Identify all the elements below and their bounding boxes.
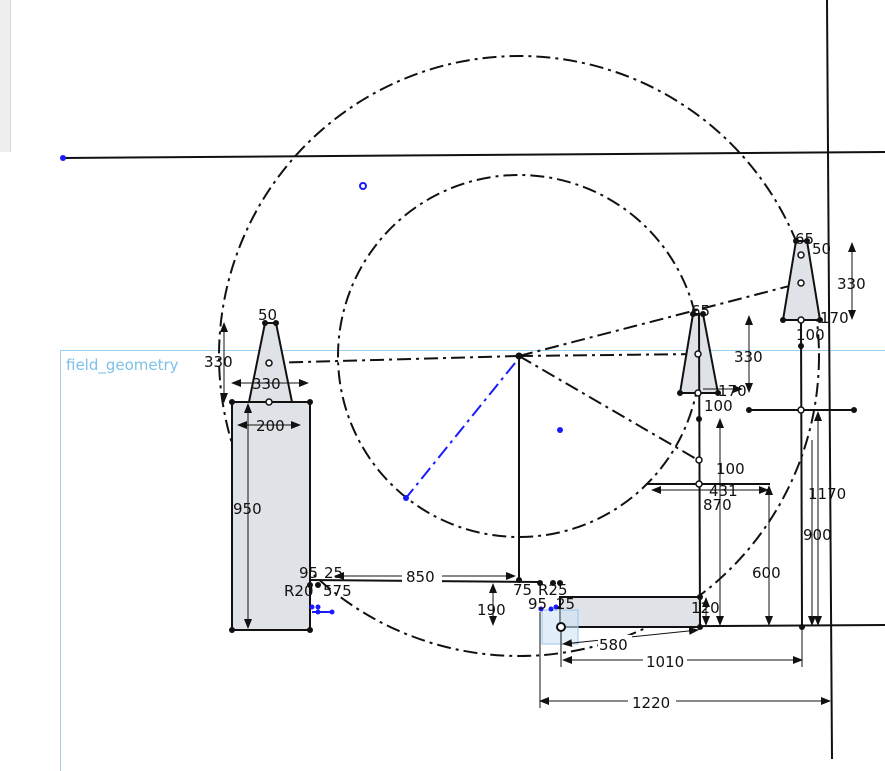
outer-construction-circle[interactable] — [218, 55, 820, 657]
field-geometry-label[interactable]: field_geometry — [66, 356, 179, 374]
dim-right-height[interactable]: 330 — [837, 275, 866, 293]
right-sketch-points[interactable] — [746, 238, 857, 630]
mid-sketch-points[interactable] — [677, 311, 721, 488]
dim-mid-870[interactable]: 870 — [703, 496, 732, 514]
dim-mid-radius[interactable]: R25 — [538, 581, 568, 599]
vertical-reference-line[interactable] — [826, 0, 833, 759]
dim-len-1220[interactable]: 1220 — [632, 694, 670, 712]
left-sketch-points[interactable] — [229, 320, 335, 633]
dim-radius-left[interactable]: R20 — [284, 582, 314, 600]
dim-left-base-width[interactable]: 200 — [256, 417, 285, 435]
selected-construction-ray[interactable] — [405, 362, 516, 499]
dim-850-bg — [402, 566, 442, 584]
dim-mid-b[interactable]: 95 — [528, 595, 547, 613]
dim-mid-dist-100[interactable]: 100 — [716, 460, 745, 478]
dim-len-580[interactable]: 580 — [599, 636, 628, 654]
free-point-blue[interactable] — [557, 427, 563, 433]
open-point-blue[interactable] — [359, 182, 367, 190]
dim-mid-600[interactable]: 600 — [752, 564, 781, 582]
dim-580-bg — [598, 635, 632, 651]
dim-mid-top[interactable]: 65 — [691, 302, 710, 320]
dim-right-1170[interactable]: 1170 — [808, 485, 846, 503]
construction-ray-right[interactable] — [518, 353, 699, 357]
left-panel — [0, 0, 11, 152]
reference-point[interactable] — [60, 155, 66, 161]
dim-mid-a[interactable]: 75 — [513, 581, 532, 599]
construction-ray-upper-right[interactable] — [518, 282, 802, 357]
dim-mid-width-170[interactable]: 170 — [718, 382, 747, 400]
dim-left-height[interactable]: 330 — [204, 353, 233, 371]
dim-span-850[interactable]: 850 — [406, 568, 435, 586]
horizontal-reference-line[interactable] — [62, 151, 885, 159]
mid-vertical-line[interactable] — [698, 313, 701, 628]
dim-right-900[interactable]: 900 — [803, 526, 832, 544]
field-geometry-frame[interactable] — [60, 350, 885, 771]
bottom-bar-shape[interactable] — [559, 596, 701, 628]
dim-mid-height[interactable]: 330 — [734, 348, 763, 366]
dim-1220-bg — [628, 692, 676, 710]
construction-ray-left[interactable] — [267, 355, 520, 364]
dim-small-a[interactable]: 95 — [299, 564, 318, 582]
dim-left-top-width[interactable]: 50 — [258, 306, 277, 324]
dim-mid-c[interactable]: 25 — [556, 595, 575, 613]
dim-len-1010[interactable]: 1010 — [646, 653, 684, 671]
dim-mid-431[interactable]: 431 — [709, 482, 738, 500]
dim-right-top-50[interactable]: 50 — [812, 240, 831, 258]
dim-left-column-height[interactable]: 950 — [233, 500, 262, 518]
dim-left-mid-width[interactable]: 330 — [252, 375, 281, 393]
right-vertical-line[interactable] — [800, 319, 803, 628]
dim-gap-190[interactable]: 190 — [477, 601, 506, 619]
dim-right-top[interactable]: 65 — [795, 230, 814, 248]
dim-small-c[interactable]: 575 — [323, 582, 352, 600]
dim-right-170[interactable]: 170 — [820, 309, 849, 327]
dim-1010-bg — [643, 651, 687, 669]
dim-right-100[interactable]: 100 — [796, 326, 825, 344]
dim-right-h-120[interactable]: 120 — [691, 599, 720, 617]
construction-ray-lower-right[interactable] — [518, 355, 699, 461]
dim-mid-width-100[interactable]: 100 — [704, 397, 733, 415]
selected-endpoint[interactable] — [403, 495, 409, 501]
dim-small-b[interactable]: 25 — [324, 564, 343, 582]
